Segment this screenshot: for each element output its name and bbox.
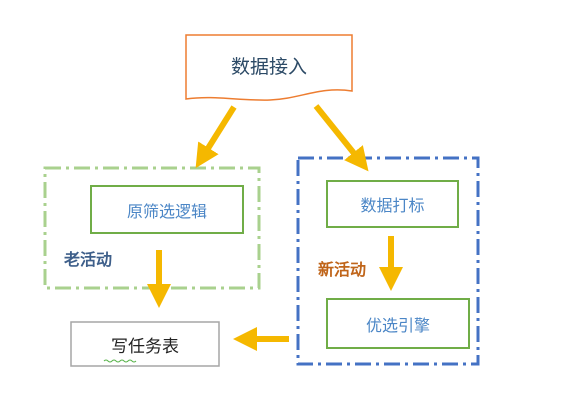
ranking-engine-node-shape [326, 298, 470, 349]
ranking-engine-node-label: 优选引擎 [365, 315, 430, 335]
filter-logic-node-shape [90, 185, 244, 234]
source-node-label: 数据接入 [230, 55, 307, 78]
write-table-node-shape [70, 321, 220, 367]
source-node-shape [185, 34, 353, 101]
new-activity-group-label: 新活动 [318, 260, 367, 279]
output-label-underline [103, 359, 137, 363]
filter-logic-node-label: 原筛选逻辑 [126, 201, 207, 221]
old-activity-group-label: 老活动 [64, 250, 113, 269]
arrow-source-to-tagging [313, 104, 369, 172]
arrow-source-to-filter [195, 105, 237, 169]
new-activity-group-border [296, 156, 480, 366]
write-table-node-label: 写任务表 [111, 336, 179, 357]
data-tagging-node-label: 数据打标 [360, 196, 425, 215]
data-tagging-node-shape [326, 180, 459, 228]
